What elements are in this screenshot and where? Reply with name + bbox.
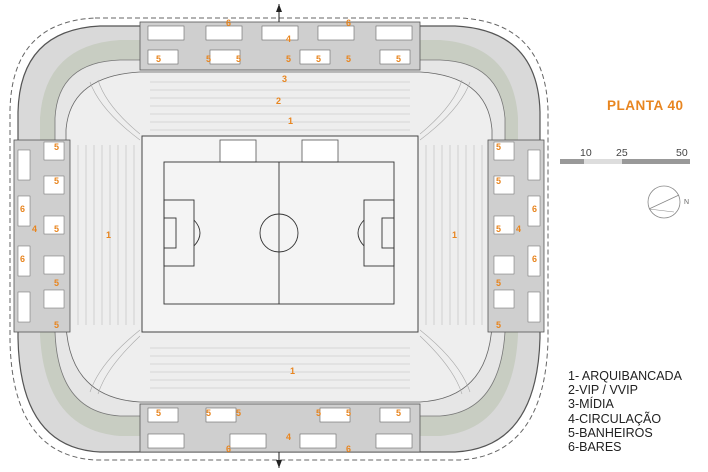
legend: 1- ARQUIBANCADA 2-VIP / VVIP 3-MÍDIA 4-C… bbox=[568, 369, 682, 454]
zone-label-stands: 1 bbox=[452, 230, 457, 240]
corner-seating bbox=[89, 79, 471, 395]
zone-label-restrooms: 5 bbox=[396, 54, 401, 64]
zone-label-bars: 6 bbox=[346, 18, 351, 28]
zone-label-restrooms: 5 bbox=[236, 408, 241, 418]
zone-label-bars: 6 bbox=[532, 254, 537, 264]
legend-item: 4-CIRCULAÇÃO bbox=[568, 411, 662, 426]
zone-label-stands: 1 bbox=[288, 116, 293, 126]
bottom-service-block bbox=[139, 403, 421, 453]
zone-label-restrooms: 5 bbox=[496, 142, 501, 152]
scale-tick-label: 50 bbox=[676, 147, 688, 159]
zone-label-media: 3 bbox=[282, 74, 287, 84]
legend-item: 6-BARES bbox=[568, 440, 622, 455]
zone-labels: 6 6 4 5 5 5 5 5 5 5 3 2 1 1 1 1 4 4 4 5 … bbox=[20, 18, 537, 454]
north-label: N bbox=[684, 199, 689, 206]
entry-markers bbox=[276, 4, 282, 468]
zone-label-circulation: 4 bbox=[286, 432, 291, 442]
zone-label-restrooms: 5 bbox=[54, 224, 59, 234]
right-service-block bbox=[487, 139, 545, 333]
scale-segment bbox=[584, 159, 622, 164]
zone-label-restrooms: 5 bbox=[206, 408, 211, 418]
site-boundary bbox=[9, 17, 549, 461]
zone-label-bars: 6 bbox=[20, 204, 25, 214]
zone-label-restrooms: 5 bbox=[496, 176, 501, 186]
zone-label-restrooms: 5 bbox=[496, 278, 501, 288]
zone-label-restrooms: 5 bbox=[206, 54, 211, 64]
north-arrow-icon: N bbox=[647, 185, 689, 219]
media-box-left bbox=[219, 139, 257, 163]
scale-segment bbox=[560, 159, 584, 164]
zone-label-circulation: 4 bbox=[286, 34, 291, 44]
zone-label-bars: 6 bbox=[532, 204, 537, 214]
zone-label-restrooms: 5 bbox=[54, 278, 59, 288]
zone-label-restrooms: 5 bbox=[496, 320, 501, 330]
zone-label-restrooms: 5 bbox=[54, 320, 59, 330]
zone-label-restrooms: 5 bbox=[346, 408, 351, 418]
zone-label-restrooms: 5 bbox=[346, 54, 351, 64]
media-box-right bbox=[301, 139, 339, 163]
plan-title: PLANTA 40 bbox=[607, 98, 684, 113]
legend-item: 1- ARQUIBANCADA bbox=[568, 369, 682, 383]
zone-label-vip: 2 bbox=[276, 96, 281, 106]
zone-label-restrooms: 5 bbox=[316, 54, 321, 64]
seat-rows bbox=[77, 81, 483, 389]
legend-item: 3-MÍDIA bbox=[568, 397, 614, 412]
zone-label-bars: 6 bbox=[226, 18, 231, 28]
zone-label-bars: 6 bbox=[20, 254, 25, 264]
football-pitch bbox=[163, 161, 395, 305]
scale-tick-label: 10 bbox=[580, 147, 592, 159]
zone-label-restrooms: 5 bbox=[316, 408, 321, 418]
pitch-surround bbox=[141, 135, 419, 333]
zone-label-restrooms: 5 bbox=[156, 54, 161, 64]
zone-label-restrooms: 5 bbox=[54, 176, 59, 186]
zone-label-stands: 1 bbox=[290, 366, 295, 376]
zone-label-bars: 6 bbox=[346, 444, 351, 454]
zone-label-restrooms: 5 bbox=[236, 54, 241, 64]
zone-label-restrooms: 5 bbox=[156, 408, 161, 418]
legend-item: 5-BANHEIROS bbox=[568, 425, 653, 440]
zone-label-circulation: 4 bbox=[516, 224, 521, 234]
left-service-block bbox=[13, 139, 71, 333]
top-service-block bbox=[139, 21, 421, 71]
zone-label-restrooms: 5 bbox=[54, 142, 59, 152]
zone-label-bars: 6 bbox=[226, 444, 231, 454]
zone-label-circulation: 4 bbox=[32, 224, 37, 234]
scale-bar: 10 25 50 bbox=[560, 147, 700, 173]
zone-label-restrooms: 5 bbox=[496, 224, 501, 234]
legend-item: 2-VIP / VVIP bbox=[568, 383, 638, 398]
zone-label-restrooms: 5 bbox=[396, 408, 401, 418]
scale-tick-label: 25 bbox=[616, 147, 628, 159]
scale-segment bbox=[622, 159, 690, 164]
zone-label-stands: 1 bbox=[106, 230, 111, 240]
zone-label-restrooms: 5 bbox=[286, 54, 291, 64]
